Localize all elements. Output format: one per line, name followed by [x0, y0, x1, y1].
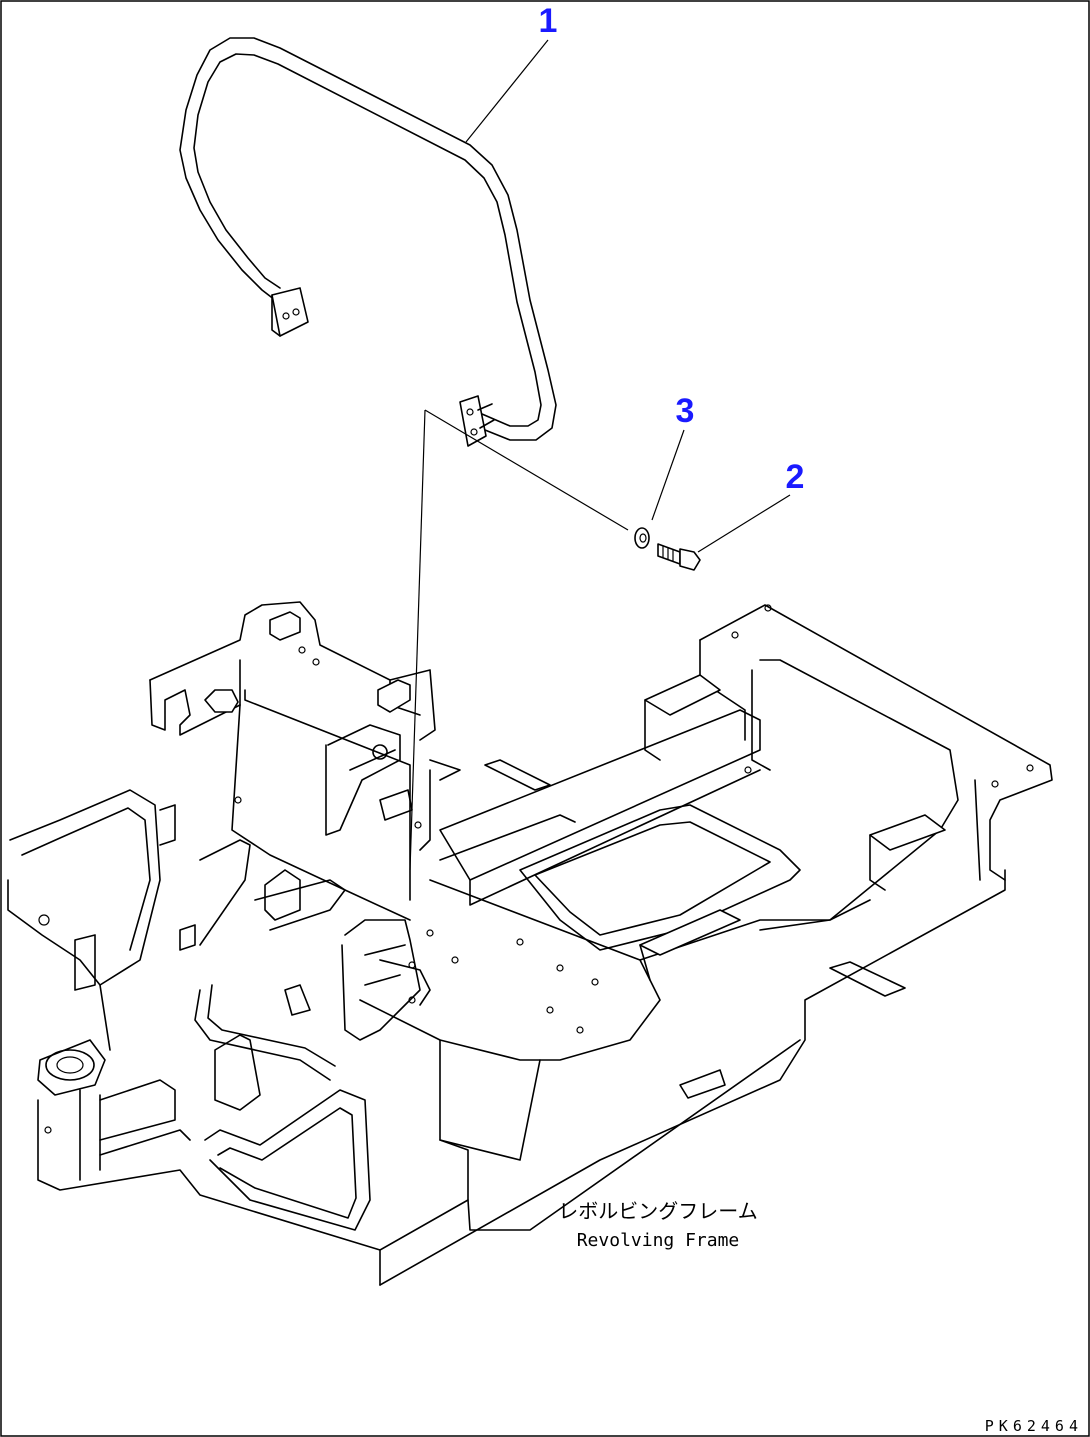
callout-3-label: 3	[676, 392, 695, 430]
callout-leaders	[409, 39, 791, 871]
bolt-part-2	[657, 543, 701, 571]
callout-2-label: 2	[786, 458, 805, 496]
drawing-code: PK62464	[985, 1417, 1083, 1435]
frame-caption-japanese: レボルビングフレーム	[558, 1199, 757, 1223]
washer-part-3	[634, 527, 650, 549]
seat-stand	[149, 601, 461, 1041]
callout-1-label: 1	[539, 2, 558, 40]
deck-holes	[426, 604, 1034, 1034]
frame-caption-english: Revolving Frame	[577, 1230, 740, 1251]
revolving-frame	[7, 604, 1053, 1286]
handrail-part-1	[179, 37, 557, 447]
